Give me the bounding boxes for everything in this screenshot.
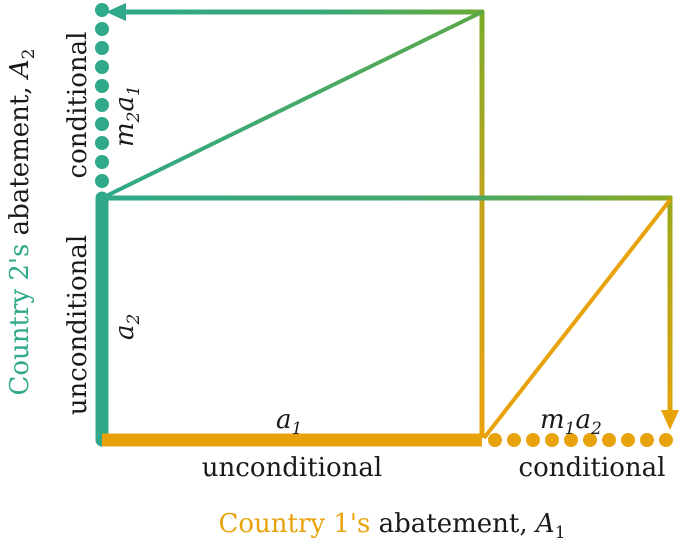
x-axis-title: Country 1's abatement, A1 <box>218 509 565 543</box>
y-conditional-label: conditional <box>63 32 93 179</box>
y-axis-title: Country 2's abatement, A2 <box>5 48 39 395</box>
m2a1-label: m2a1 <box>110 85 144 147</box>
m1a2-conditional-dots <box>488 433 673 447</box>
y-unconditional-label: unconditional <box>63 235 93 415</box>
m1a2-label: m1a2 <box>540 405 602 439</box>
right-arrowhead <box>661 410 679 430</box>
x-unconditional-label: unconditional <box>202 453 382 483</box>
m2a1-conditional-dots <box>95 3 109 188</box>
top-arrowhead <box>106 3 126 21</box>
a2-label: a2 <box>110 314 144 340</box>
a1-label: a1 <box>276 405 302 439</box>
country1-response-diagonal <box>482 198 672 440</box>
x-conditional-label: conditional <box>519 453 666 483</box>
country2-response-diagonal <box>101 10 483 200</box>
